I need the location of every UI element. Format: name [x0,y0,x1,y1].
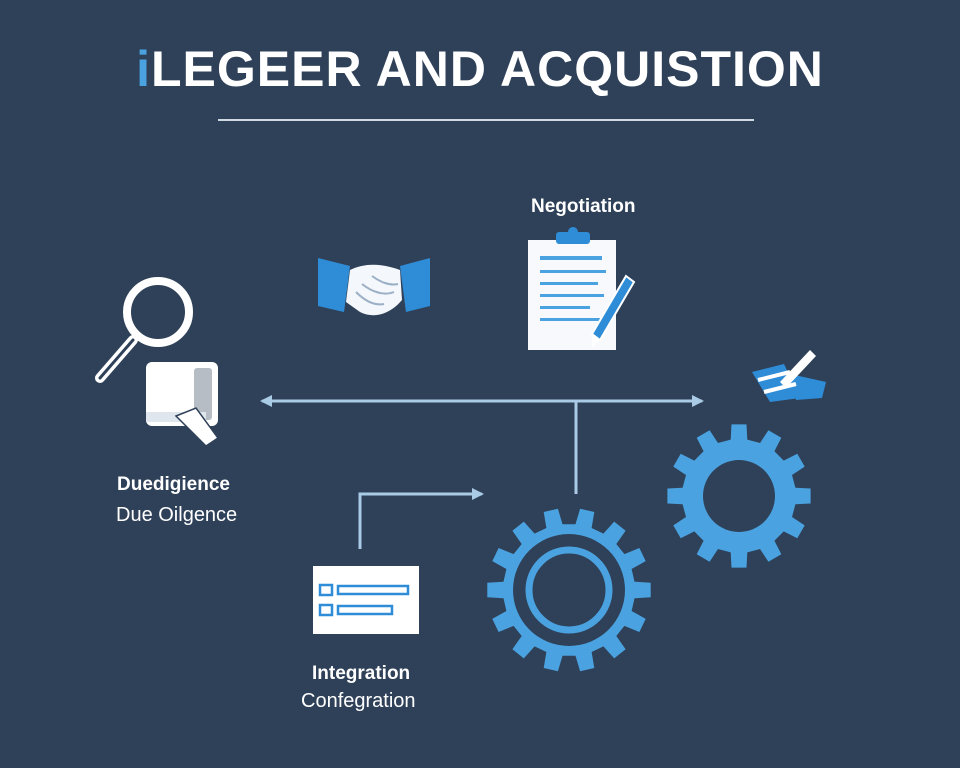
form-card-icon [313,566,419,634]
gearLarge-ring [525,546,613,634]
tablet-icon [146,362,220,447]
connectors [260,395,704,549]
title-main: LEGEER AND ACQUISTION [151,41,824,97]
handshake-small-icon [752,350,826,402]
due-diligence-label: Duedigience [117,474,230,495]
magnifier-icon [95,277,193,383]
gear-large-icon [487,508,651,672]
gear-small-icon [667,424,811,568]
page-title: iLEGEER AND ACQUISTION [0,40,960,98]
handshake-icon [318,258,430,316]
due-diligence-sublabel: Due Oilgence [116,504,238,526]
negotiation-label: Negotiation [531,196,636,217]
integration-connector [358,488,484,549]
integration-label: Integration [312,663,411,684]
gearSmall-hole [703,460,775,532]
integration-sublabel: Confegration [301,690,416,712]
title-accent: i [136,41,151,97]
pen-icon [590,274,636,348]
title-divider [218,119,754,121]
